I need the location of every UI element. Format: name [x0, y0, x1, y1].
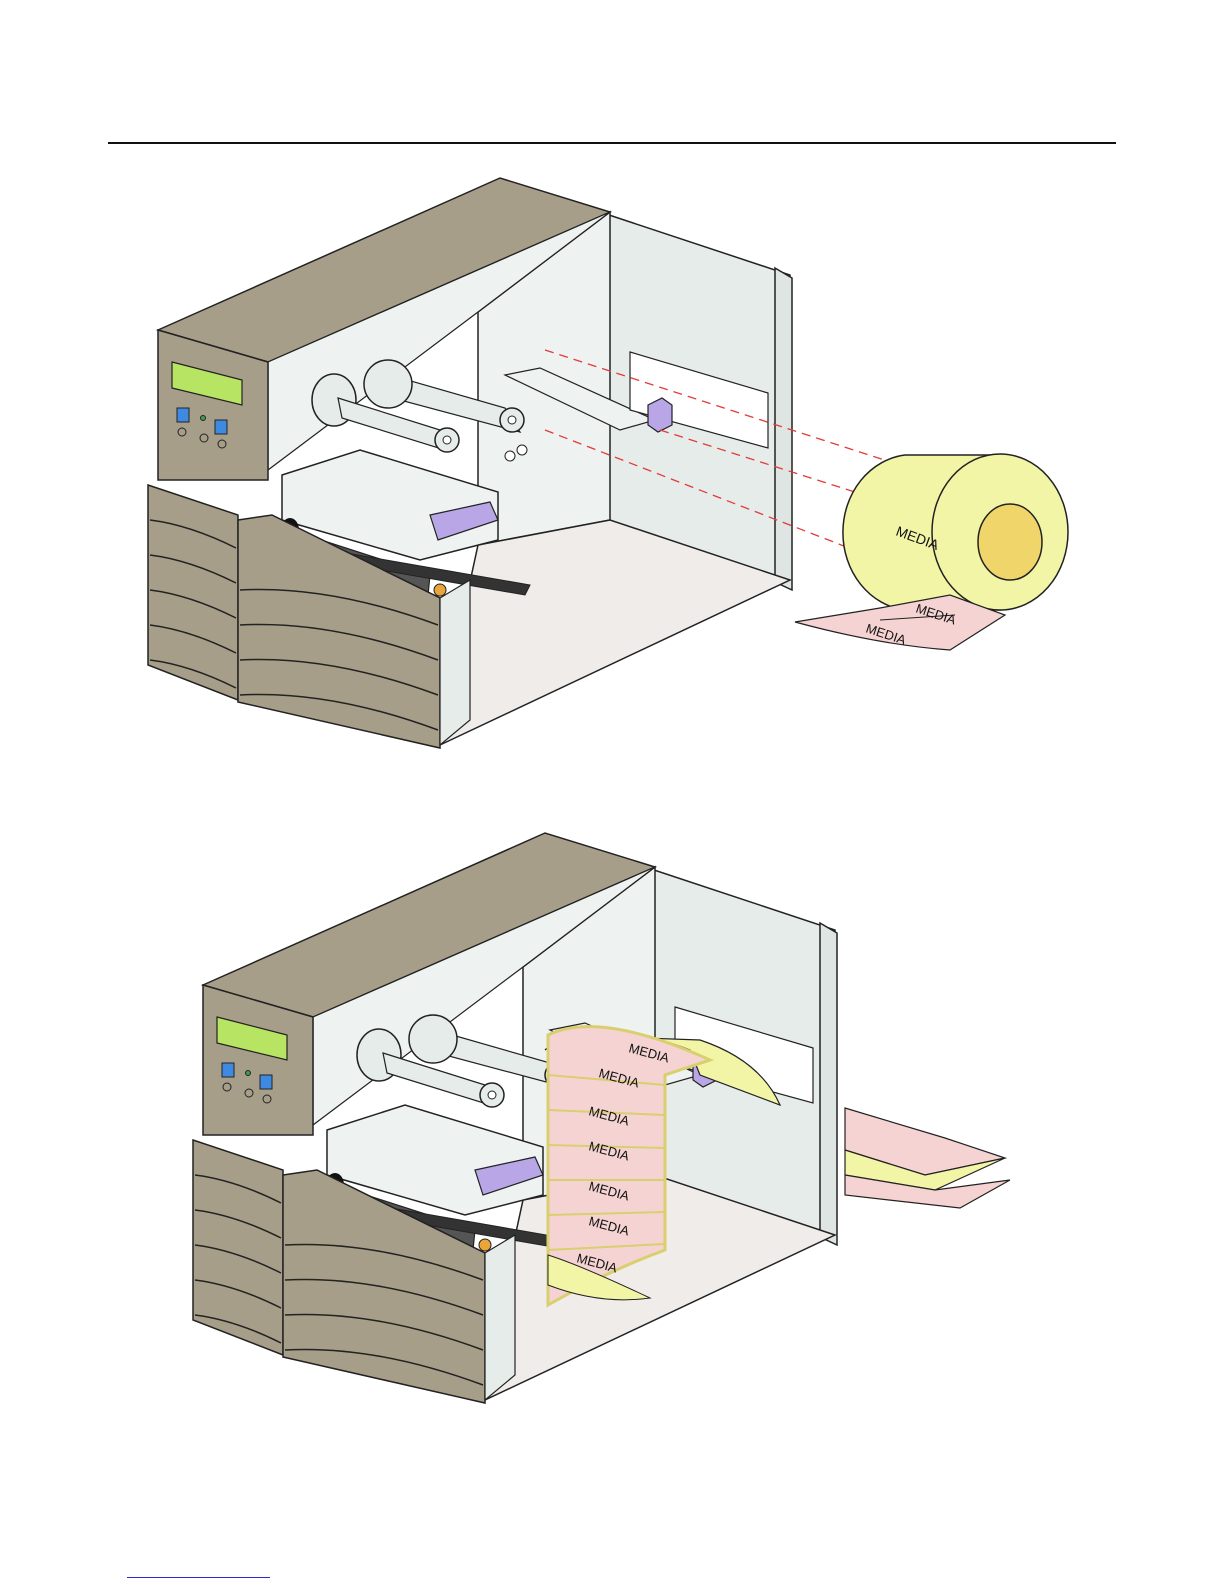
figure-1-printer: MEDIA MEDIA MEDIA: [148, 178, 1068, 748]
figure-2-printer: MEDIA MEDIA MEDIA MEDIA MEDIA MEDIA MEDI…: [193, 833, 1010, 1403]
fanfold-stack-exit: [845, 1108, 1010, 1208]
footer-link-underline[interactable]: [127, 1577, 270, 1578]
media-roll-icon: MEDIA: [843, 454, 1068, 610]
